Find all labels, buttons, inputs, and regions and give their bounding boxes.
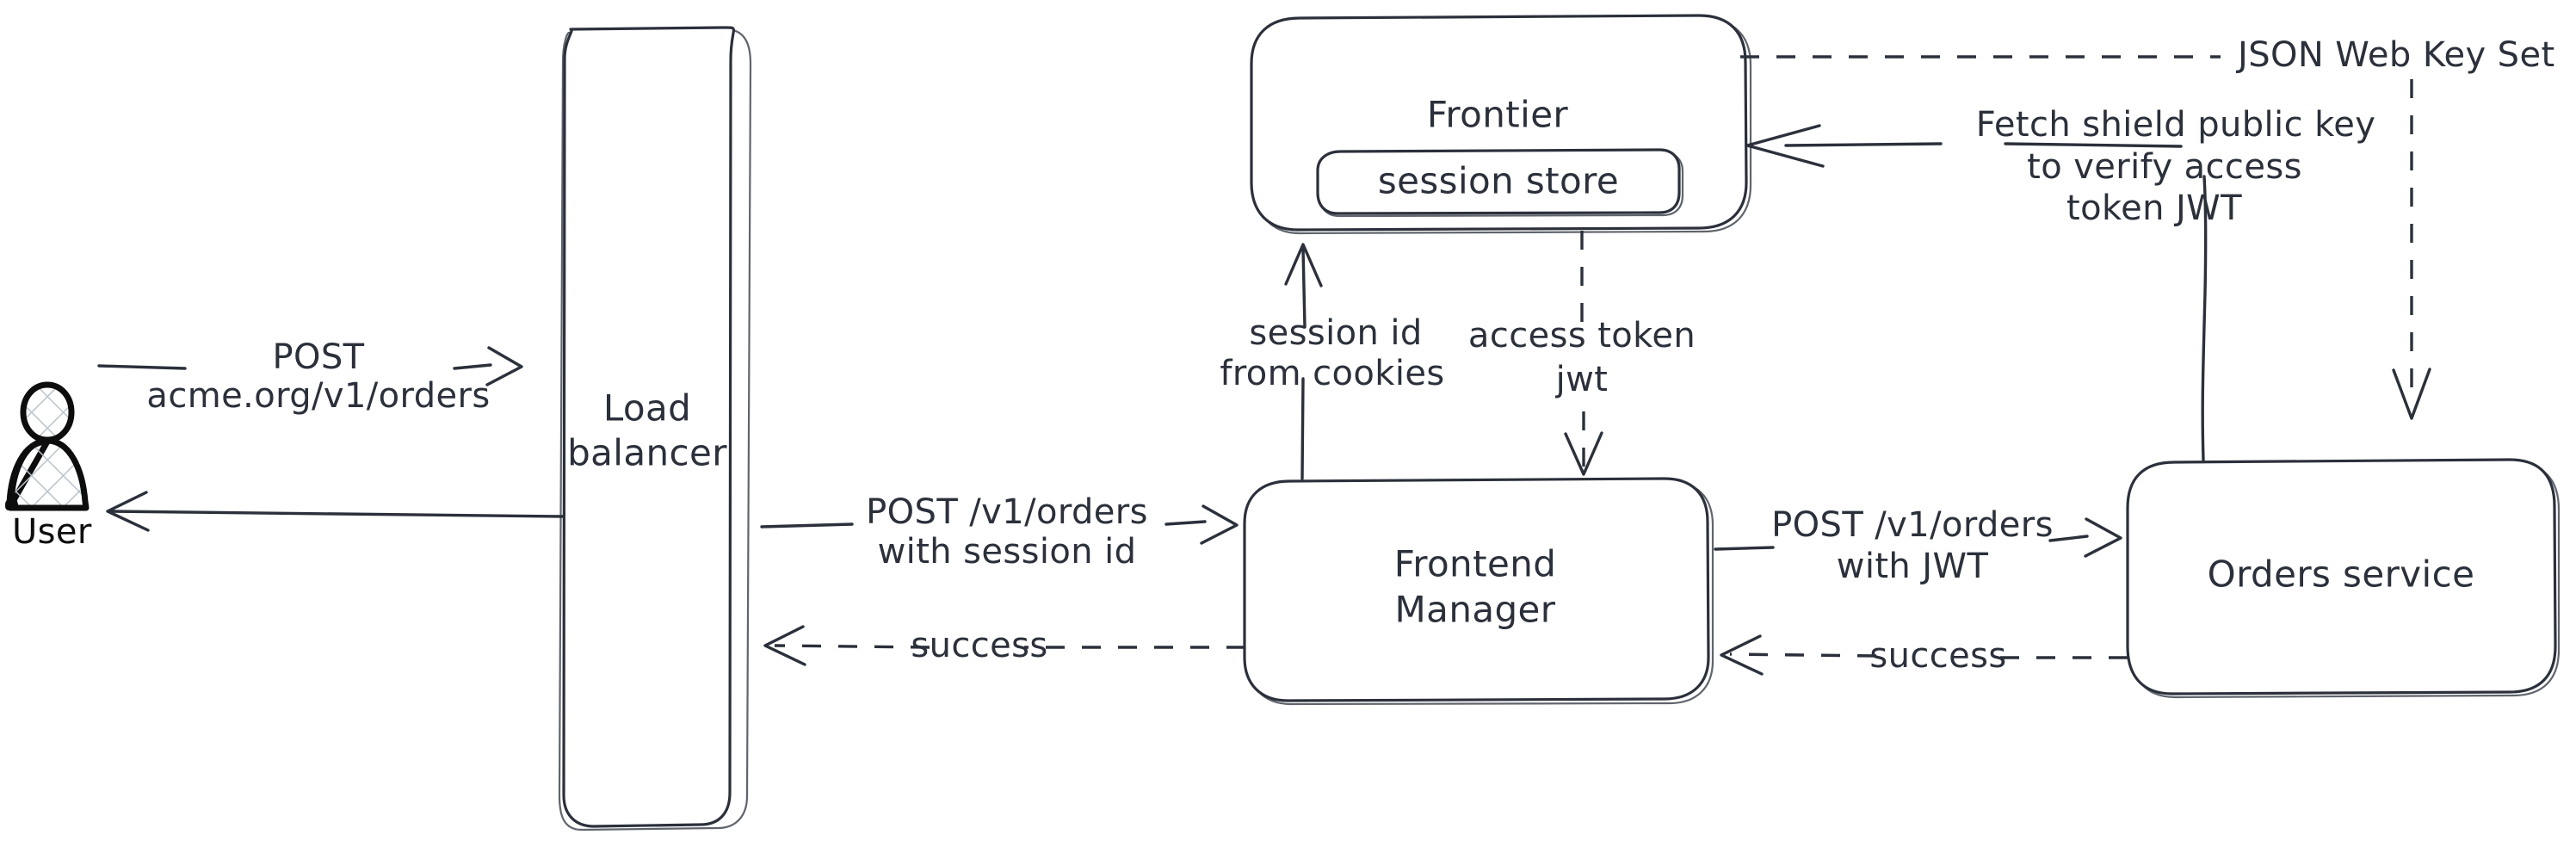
edge-label-access-token-line1: access token (1468, 316, 1696, 355)
session-store-label: session store (1378, 160, 1619, 202)
edge-frontend-manager-to-orders-service (1714, 517, 2122, 558)
edge-label-session-id-line2: from cookies (1220, 354, 1444, 393)
edge-label-user-to-lb-line1: POST (272, 337, 364, 377)
edge-user-to-load-balancer (97, 346, 523, 386)
actor-user: User (5, 381, 92, 552)
edge-label-fm-to-lb-success: success (911, 626, 1047, 665)
edge-orders-service-to-frontier (1745, 124, 2208, 461)
edge-label-json-web-key-set: JSON Web Key Set (2235, 35, 2555, 75)
edge-load-balancer-to-frontend-manager (760, 504, 1239, 545)
edge-label-session-id-line1: session id (1249, 313, 1422, 353)
edge-frontier-to-orders-service (1740, 55, 2431, 420)
orders-service-label: Orders service (2208, 553, 2475, 596)
frontend-manager-label-line1: Frontend (1394, 543, 1557, 585)
edge-label-access-token-line2: jwt (1555, 360, 1609, 399)
node-load-balancer[interactable]: Load balancer (558, 26, 752, 832)
edge-frontend-manager-to-frontier (1284, 243, 1323, 480)
edge-load-balancer-to-user (106, 491, 565, 532)
edge-label-fm-to-orders-line2: with JWT (1837, 547, 1989, 586)
person-icon (5, 381, 90, 511)
edge-label-user-to-lb-line2: acme.org/v1/orders (146, 376, 490, 416)
load-balancer-label-line1: Load (603, 387, 691, 430)
node-frontier[interactable]: Frontier session store (1250, 14, 1752, 235)
edge-orders-service-to-frontend-manager (1720, 634, 2128, 676)
edge-frontier-to-frontend-manager (1564, 231, 1603, 476)
edge-label-fetch-shield-line3: token JWT (2066, 189, 2242, 228)
node-orders-service[interactable]: Orders service (2126, 458, 2561, 699)
edge-label-fetch-shield-line2: to verify access (2027, 147, 2302, 187)
edge-label-lb-to-fm-line2: with session id (878, 532, 1137, 572)
frontier-label: Frontier (1427, 94, 1569, 136)
node-frontend-manager[interactable]: Frontend Manager (1243, 477, 1714, 706)
load-balancer-label-line2: balancer (567, 432, 727, 474)
user-label: User (12, 512, 92, 552)
node-session-store[interactable]: session store (1316, 148, 1684, 218)
edge-frontend-manager-to-load-balancer (763, 625, 1245, 666)
edge-label-lb-to-fm-line1: POST /v1/orders (866, 492, 1148, 532)
frontend-manager-label-line2: Manager (1395, 589, 1556, 631)
edge-label-fm-to-orders-line1: POST /v1/orders (1771, 505, 2054, 545)
edge-label-orders-to-fm-success: success (1869, 636, 2006, 676)
edge-label-fetch-shield-line1: Fetch shield public key (1976, 105, 2376, 145)
